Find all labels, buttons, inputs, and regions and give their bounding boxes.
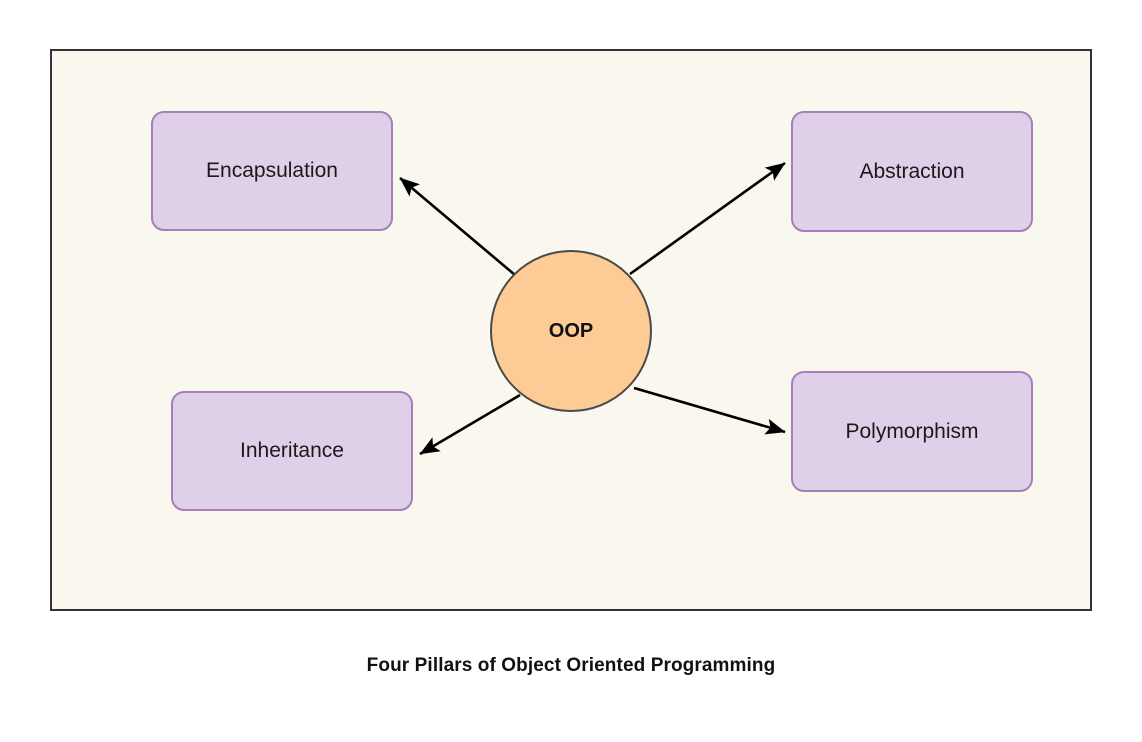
node-oop-center[interactable]: OOP [490, 250, 652, 412]
diagram-edges [399, 161, 786, 456]
node-encapsulation-label: Encapsulation [206, 159, 338, 183]
node-abstraction[interactable]: Abstraction [791, 111, 1033, 232]
diagram-caption: Four Pillars of Object Oriented Programm… [366, 655, 776, 676]
node-inheritance[interactable]: Inheritance [171, 391, 413, 511]
edge-oop-to-abstraction [629, 161, 786, 276]
node-abstraction-label: Abstraction [859, 159, 965, 183]
node-polymorphism[interactable]: Polymorphism [791, 371, 1033, 492]
edge-oop-to-encapsulation [399, 177, 516, 276]
edge-oop-to-polymorphism [633, 386, 786, 435]
edge-oop-to-inheritance [419, 393, 521, 456]
node-oop-center-label: OOP [548, 319, 594, 342]
node-encapsulation[interactable]: Encapsulation [151, 111, 393, 231]
diagram-frame: Encapsulation Abstraction Inheritance Po… [50, 49, 1092, 611]
node-inheritance-label: Inheritance [240, 439, 344, 463]
node-polymorphism-label: Polymorphism [845, 419, 979, 443]
